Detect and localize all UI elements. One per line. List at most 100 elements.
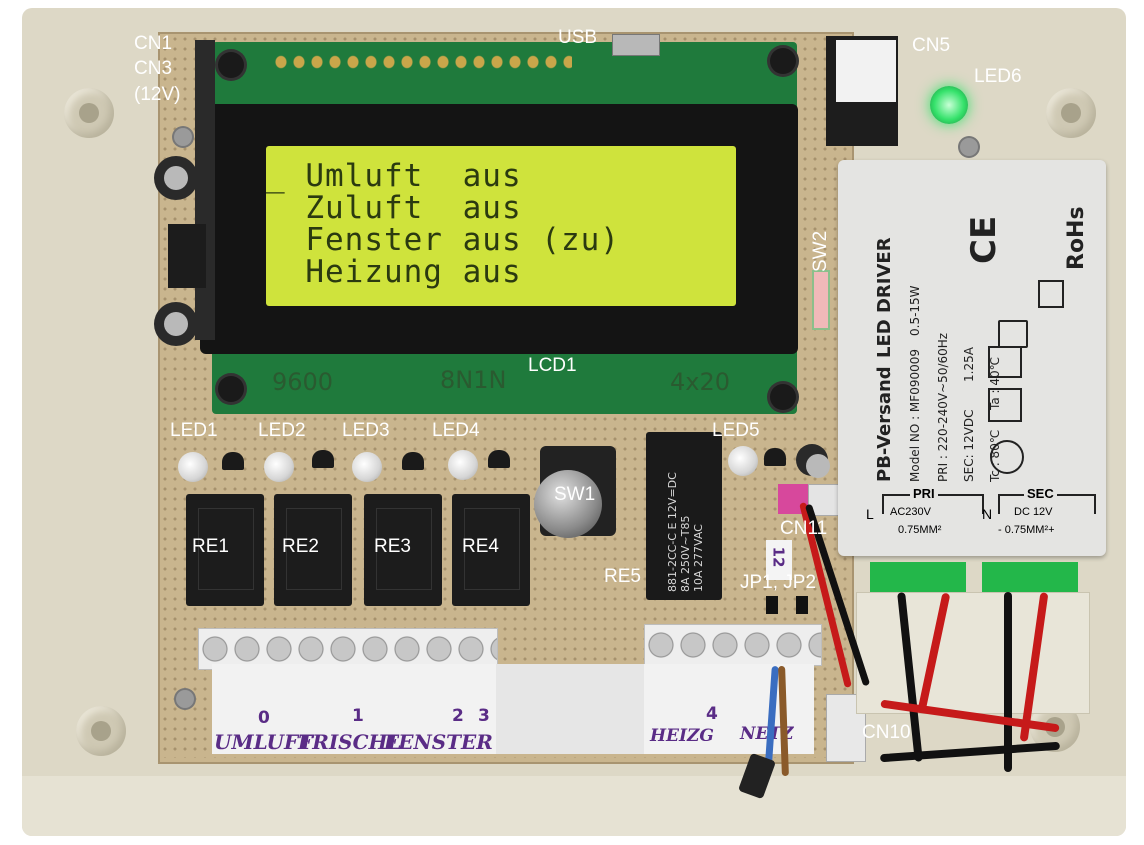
hw-12v-card	[766, 540, 792, 580]
driver-title: LED DRIVER	[874, 237, 895, 358]
label-cn3: CN3	[134, 58, 173, 79]
re5-print-1: 881-2CC-C E 12V=DC	[666, 472, 679, 592]
relay-re1	[186, 494, 264, 606]
driver-brand: PB-Versand	[874, 366, 895, 482]
label-re2: RE2	[282, 536, 319, 557]
enclosure-lip	[22, 776, 1126, 836]
label-cn1: CN1	[134, 33, 173, 54]
lcd-screw	[218, 52, 244, 78]
hw-channel-0: 0	[258, 708, 270, 728]
hw-channel-1: 1	[352, 706, 364, 726]
mounting-boss	[1046, 88, 1096, 138]
hw-channel-2: 2	[452, 706, 464, 726]
lcd-line-2: Zuluft aus	[266, 190, 522, 226]
board-screw	[176, 690, 194, 708]
transformer-icon	[990, 440, 1024, 474]
driver-sec: SEC: 12VDC	[962, 409, 976, 482]
led1-light	[178, 452, 208, 482]
label-cn5: CN5	[912, 35, 951, 56]
double-insulation-icon	[988, 388, 1022, 422]
capacitor	[796, 444, 830, 478]
label-usb: USB	[558, 27, 598, 48]
led2-light	[264, 452, 294, 482]
ce-mark: CE	[964, 215, 1004, 264]
hw-heizg: HEIZG	[650, 726, 714, 746]
label-strip-left	[212, 664, 498, 754]
led4-light	[448, 450, 478, 480]
label-led4: LED4	[432, 420, 480, 441]
board-screw	[960, 138, 978, 156]
pri-n: N	[982, 506, 993, 522]
lcd-screw	[770, 384, 796, 410]
hw-channel-3: 3	[478, 706, 490, 726]
class-ii-icon	[998, 320, 1028, 348]
driver-current: 1.25A	[962, 347, 976, 382]
lcd-line-3: Fenster aus (zu)	[266, 222, 620, 258]
sw2-switch	[812, 270, 830, 330]
relay-re4	[452, 494, 530, 606]
pri-value: AC230V	[890, 506, 931, 518]
capacitor	[154, 156, 198, 200]
transistor	[312, 450, 334, 468]
label-sw1: SW1	[554, 484, 596, 505]
label-led2: LED2	[258, 420, 306, 441]
dc-jack	[168, 224, 206, 288]
pcb-silk-baud: 9600	[272, 368, 334, 396]
hw-umluft: UMLUFT	[214, 730, 314, 754]
lcd-line-4: Heizung aus	[266, 254, 522, 290]
lcd-screw	[218, 376, 244, 402]
sec-wire: - 0.75MM²+	[998, 524, 1055, 536]
hw-fenster: FENSTER	[384, 730, 493, 754]
led5-light	[728, 446, 758, 476]
terminal-strip-heizung-netz	[644, 624, 822, 666]
label-strip-blank	[496, 664, 644, 754]
label-re1: RE1	[192, 536, 229, 557]
mounting-boss	[64, 88, 114, 138]
re5-print-2: 8A 250V~T85	[679, 515, 692, 592]
pri-l: L	[866, 506, 874, 522]
lcd-line-1: _ Umluft aus	[266, 158, 522, 194]
pri-label: PRI	[910, 486, 938, 501]
driver-pri: PRI : 220-240V~50/60Hz	[936, 332, 950, 482]
cn5-housing	[836, 40, 896, 102]
relay-re2	[274, 494, 352, 606]
usb-connector	[612, 34, 660, 56]
cn1-cn3-header	[195, 40, 215, 340]
lcd-screen: _ Umluft aus Zuluft aus Fenster aus (zu)…	[266, 146, 736, 306]
label-led5: LED5	[712, 420, 760, 441]
pcb-silk-format: 8N1N	[440, 366, 507, 394]
label-re5: RE5	[604, 566, 641, 587]
label-led1: LED1	[170, 420, 218, 441]
sec-value: DC 12V	[1014, 506, 1053, 518]
transistor	[488, 450, 510, 468]
independent-icon	[988, 346, 1022, 378]
jp2-jumper	[796, 596, 808, 614]
terminal-strip-main	[198, 628, 498, 670]
label-led3: LED3	[342, 420, 390, 441]
hw-12v: 12	[769, 546, 788, 568]
lcd-header-pins	[272, 52, 572, 72]
driver-power: 0.5-15W	[908, 285, 922, 336]
weee-icon	[1038, 280, 1064, 308]
capacitor	[154, 302, 198, 346]
hw-channel-4: 4	[706, 704, 718, 724]
hw-frischl: FRISCHL	[298, 730, 402, 754]
wire-black	[1004, 592, 1012, 772]
sec-label: SEC	[1024, 486, 1057, 501]
driver-pri-terminal	[870, 562, 966, 592]
sw1-knob	[534, 470, 602, 538]
label-re4: RE4	[462, 536, 499, 557]
label-cn11: CN11	[780, 518, 828, 539]
label-led6: LED6	[974, 66, 1022, 87]
label-sw2: SW2	[810, 230, 831, 272]
rohs-mark: RoHs	[1064, 206, 1089, 270]
led3-light	[352, 452, 382, 482]
label-re3: RE3	[374, 536, 411, 557]
pcb-silk-size: 4x20	[670, 368, 731, 396]
lcd-screw	[770, 48, 796, 74]
label-cn10: CN10	[862, 722, 911, 743]
relay-re3	[364, 494, 442, 606]
led-driver: PB-Versand LED DRIVER Model NO : MF09000…	[838, 160, 1106, 556]
jp1-jumper	[766, 596, 778, 614]
driver-bracket	[856, 592, 1090, 714]
